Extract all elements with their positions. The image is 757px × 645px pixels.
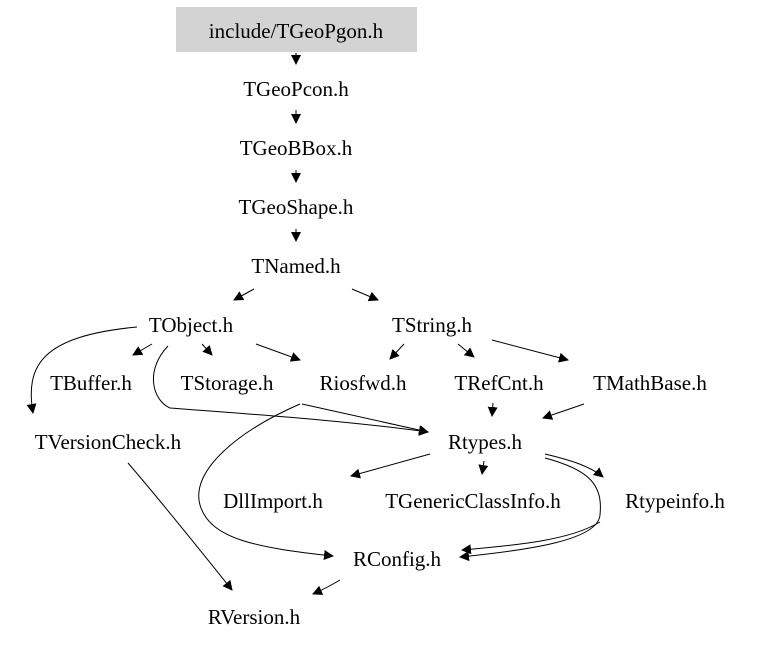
edge-tobject-tbuffer <box>132 343 153 356</box>
edge-tobject-tversioncheck <box>26 326 138 414</box>
node-tstring[interactable]: TString.h <box>392 313 472 337</box>
edge-trefcnt-rtypes <box>487 402 498 417</box>
edge-tstring-tmathbase <box>491 339 569 363</box>
edge-rtypes-tgenericclassinfo <box>478 460 489 475</box>
edge-rtypeinfo-rconfig <box>461 521 601 555</box>
edge-tstring-riosfwd <box>389 343 405 360</box>
node-trefcnt[interactable]: TRefCnt.h <box>454 371 544 395</box>
edge-riosfwd-rtypes <box>301 403 429 435</box>
node-tgeopgon-root[interactable]: include/TGeoPgon.h <box>209 19 384 43</box>
node-tgeoshape[interactable]: TGeoShape.h <box>239 195 354 219</box>
edge-rtypes-rconfig <box>459 457 601 562</box>
node-riosfwd[interactable]: Riosfwd.h <box>320 371 407 395</box>
edge-tnamed-tstring <box>351 288 379 302</box>
node-tstorage[interactable]: TStorage.h <box>181 371 274 395</box>
edge-riosfwd-rconfig <box>198 403 334 560</box>
edge-rconfig-rversion <box>312 579 341 595</box>
edge-tmathbase-rtypes <box>542 403 585 420</box>
node-tversioncheck[interactable]: TVersionCheck.h <box>35 430 182 454</box>
edge-tnamed-tobject <box>233 288 255 301</box>
node-rtypes[interactable]: Rtypes.h <box>448 430 523 454</box>
node-tgeopcon[interactable]: TGeoPcon.h <box>243 77 349 101</box>
root-node-box <box>176 7 417 52</box>
node-rconfig[interactable]: RConfig.h <box>353 547 442 571</box>
node-tgenericclassinfo[interactable]: TGenericClassInfo.h <box>385 489 561 513</box>
edge-rtypes-rtypeinfo <box>544 453 604 478</box>
node-tmathbase[interactable]: TMathBase.h <box>593 371 707 395</box>
node-rtypeinfo[interactable]: Rtypeinfo.h <box>625 489 725 513</box>
edge-tobject-riosfwd <box>255 343 301 362</box>
node-rversion[interactable]: RVersion.h <box>208 605 301 629</box>
edge-tstring-trefcnt <box>457 343 475 358</box>
node-tobject[interactable]: TObject.h <box>149 313 234 337</box>
node-tbuffer[interactable]: TBuffer.h <box>50 371 132 395</box>
edge-tversioncheck-rversion <box>127 462 233 591</box>
node-tgeobbox[interactable]: TGeoBBox.h <box>240 136 353 160</box>
node-tnamed[interactable]: TNamed.h <box>251 254 341 278</box>
node-dllimport[interactable]: DllImport.h <box>223 489 323 513</box>
edge-rtypes-dllimport <box>350 453 431 479</box>
nodes: include/TGeoPgon.h TGeoPcon.h TGeoBBox.h… <box>35 19 726 629</box>
edges <box>26 53 604 595</box>
edge-tobject-rtypes <box>153 345 429 436</box>
edge-tobject-tstorage <box>201 343 213 356</box>
